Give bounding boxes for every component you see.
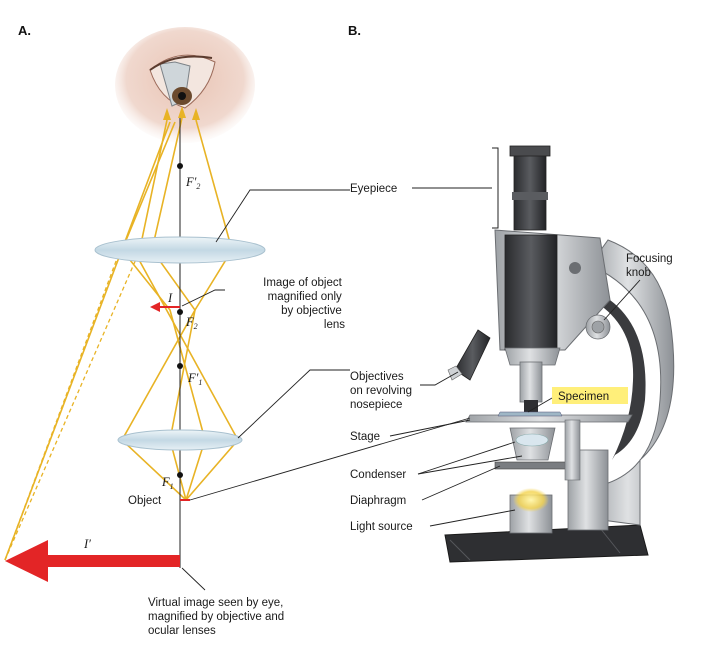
object-label: Object [128,495,162,507]
microscope-illustration [444,145,675,563]
panel-label-b: B. [348,23,361,38]
stage-label: Stage [350,431,380,443]
ocular-lens-connector [215,189,350,243]
image-note: Image of object magnified only by object… [263,277,345,331]
virtual-rays [4,244,141,561]
eyepiece-bracket [492,147,499,229]
virtual-note: Virtual image seen by eye, magnified by … [148,597,287,637]
objective-lens-connector [237,369,350,439]
virtual-note-leader [181,567,206,591]
eye-illustration [115,27,255,143]
virtual-image-label: I′ [83,537,91,551]
virtual-image-arrow [5,540,180,582]
light-rays [4,117,239,561]
focal-label-f1: F1 [161,475,174,491]
focal-label-f1-prime: F′1 [187,371,202,387]
objectives-leader [420,371,459,386]
stage-leader [389,419,471,437]
ray-arrowheads [163,106,200,120]
focal-label-f2: F2 [185,315,198,331]
focal-point-dots [177,163,183,478]
light-source-leader [429,509,516,527]
panel-label-a: A. [18,23,31,38]
specimen-highlight [552,387,628,404]
light-source-label: Light source [350,521,413,533]
condenser-label: Condenser [350,469,406,481]
real-image-arrow [150,302,180,312]
objectives-label: Objectives on revolving nosepiece [350,371,415,411]
condenser-leader-1 [417,441,516,475]
focusing-knob-label: Focusing knob [626,253,676,279]
specimen-label: Specimen [558,391,609,403]
focusing-knob-leader [603,279,641,321]
specimen-leader [527,397,553,413]
objective-lens [117,429,243,451]
object-connector [189,417,471,501]
real-image-label: I [167,291,173,305]
ocular-lens [94,236,266,264]
diaphragm-leader [421,465,501,501]
diaphragm-label: Diaphragm [350,495,406,507]
image-note-leader [181,289,225,307]
condenser-leader-2 [417,455,523,475]
eyepiece-label: Eyepiece [350,183,397,195]
focal-label-f2-prime: F′2 [185,175,200,191]
